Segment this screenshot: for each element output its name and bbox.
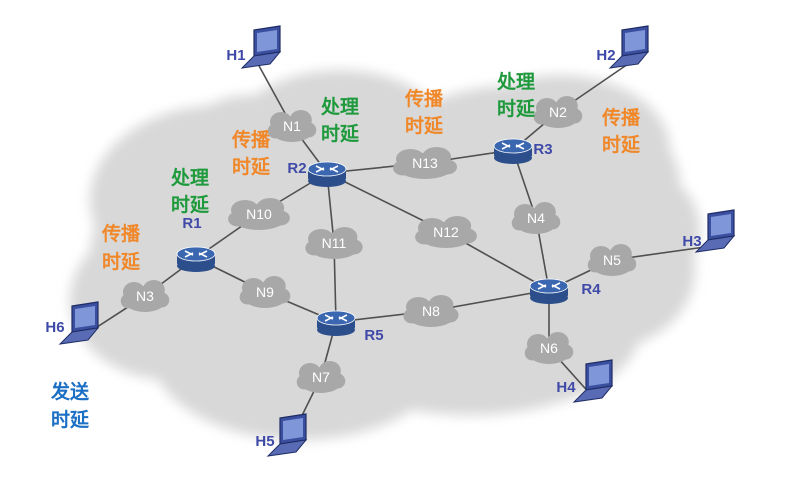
processing-delay-label-r1-line1: 处理: [170, 166, 209, 189]
network-label: N9: [256, 284, 274, 300]
router-icon: [316, 310, 356, 336]
router-label: R5: [364, 327, 383, 344]
network-n4: N4: [511, 202, 561, 234]
transmission-delay-label-line1: 发送: [50, 380, 90, 403]
host-label: H5: [255, 433, 274, 450]
cloud-icon: [587, 244, 637, 276]
network-n8: N8: [403, 295, 459, 327]
network-label: N12: [433, 224, 459, 240]
network-n5: N5: [587, 244, 637, 276]
transmission-delay-label-line2: 时延: [51, 409, 90, 431]
cloud-icon: [403, 295, 459, 327]
router-label: R1: [182, 215, 201, 232]
host-label: H2: [596, 47, 615, 64]
network-n7: N7: [296, 361, 346, 393]
network-label: N5: [603, 252, 621, 268]
router-label: R4: [581, 281, 601, 298]
propagation-delay-label-n1-line2: 时延: [232, 156, 271, 178]
router-r5: R5: [316, 310, 384, 344]
cloud-icon: [393, 147, 457, 179]
network-n11: N11: [305, 227, 363, 259]
network-label: N11: [322, 235, 347, 251]
network-label: N4: [527, 210, 545, 226]
network-n1: N1: [267, 110, 317, 142]
processing-delay-label-r2-line2: 时延: [321, 123, 360, 145]
router-icon: [176, 246, 216, 272]
processing-delay-label-r3-line2: 时延: [497, 98, 536, 120]
network-n9: N9: [239, 276, 291, 308]
laptop-icon: [572, 359, 614, 403]
network-n3: N3: [120, 280, 170, 312]
laptop-icon: [240, 25, 282, 69]
cloud-icon: [511, 202, 561, 234]
network-n6: N6: [524, 332, 574, 364]
network-label: N2: [549, 104, 567, 120]
network-n13: N13: [393, 147, 457, 179]
network-label: N8: [422, 303, 440, 319]
propagation-delay-label-n2-line1: 传播: [601, 106, 641, 129]
host-h4: H4: [556, 359, 614, 403]
network-label: N1: [283, 118, 301, 134]
host-h2: H2: [596, 25, 650, 69]
laptop-icon: [694, 209, 736, 253]
router-r1: R1: [176, 215, 216, 272]
cloud-icon: [120, 280, 170, 312]
network-label: N6: [540, 340, 558, 356]
router-label: R2: [287, 160, 306, 177]
host-h3: H3: [682, 209, 736, 253]
cloud-icon: [296, 361, 346, 393]
cloud-icon: [305, 227, 363, 259]
router-icon: [529, 278, 569, 304]
router-r4: R4: [529, 278, 601, 304]
host-label: H3: [682, 233, 701, 250]
network-n2: N2: [533, 96, 583, 128]
processing-delay-label-r2-line1: 处理: [320, 95, 359, 118]
propagation-delay-label-n1-line1: 传播: [231, 128, 271, 151]
processing-delay-label-r3-line1: 处理: [496, 70, 535, 93]
annotations-layer: 处理 时延 处理 时延 处理 时延 传播 时延 传播 时延 传播 时延 传播 时…: [50, 70, 641, 431]
router-icon: [307, 161, 347, 187]
cloud-icon: [267, 110, 317, 142]
network-n12: N12: [415, 216, 477, 248]
propagation-delay-label-n3-line1: 传播: [101, 222, 141, 245]
laptop-icon: [266, 413, 308, 457]
cloud-icon: [239, 276, 291, 308]
propagation-delay-label-n13-line1: 传播: [404, 87, 444, 110]
host-h1: H1: [226, 25, 282, 69]
propagation-delay-label-n13-line2: 时延: [405, 115, 444, 137]
network-label: N3: [136, 288, 154, 304]
cloud-icon: [533, 96, 583, 128]
network-label: N13: [412, 155, 438, 171]
router-r3: R3: [493, 138, 553, 164]
laptop-icon: [608, 25, 650, 69]
host-label: H1: [226, 47, 245, 64]
router-r2: R2: [287, 160, 347, 187]
propagation-delay-label-n3-line2: 时延: [102, 251, 141, 273]
cloud-icon: [415, 216, 477, 248]
cloud-icon: [228, 198, 290, 230]
host-h6: H6: [45, 301, 100, 345]
network-label: N7: [312, 369, 330, 385]
processing-delay-label-r1-line2: 时延: [171, 194, 210, 216]
laptop-icon: [58, 301, 100, 345]
cloud-icon: [524, 332, 574, 364]
router-icon: [493, 138, 533, 164]
network-label: N10: [246, 206, 272, 222]
router-label: R3: [533, 141, 552, 158]
host-label: H4: [556, 379, 576, 396]
host-label: H6: [45, 319, 64, 336]
host-h5: H5: [255, 413, 308, 457]
propagation-delay-label-n2-line2: 时延: [602, 134, 641, 156]
network-n10: N10: [228, 198, 290, 230]
